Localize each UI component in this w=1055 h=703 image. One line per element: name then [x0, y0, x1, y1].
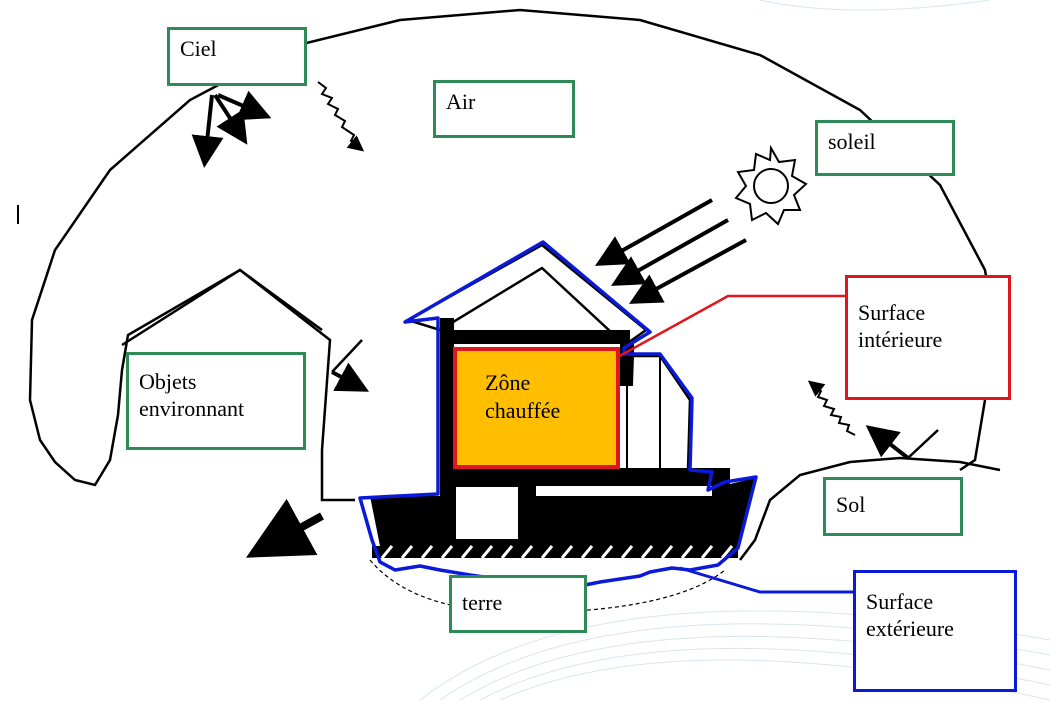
- ground-ray-line: [907, 429, 939, 459]
- sky-radiation-arrows: [191, 90, 272, 168]
- heat-loss-arrow: [245, 498, 324, 558]
- heated-zone-line-1: Zône: [485, 370, 531, 395]
- label-sol-text: Sol: [836, 492, 866, 517]
- neighbour-radiation-arrow: [331, 362, 370, 392]
- label-objets-line-1: Objets: [139, 369, 197, 394]
- label-air: Air: [433, 80, 575, 138]
- label-soleil-text: soleil: [828, 129, 876, 154]
- basement-opening: [536, 486, 712, 496]
- label-surface-exterieure-line-1: Surface: [866, 589, 934, 614]
- label-ciel-text: Ciel: [180, 36, 217, 61]
- label-objets-line-2: environnant: [139, 395, 245, 421]
- label-sol: Sol: [823, 477, 963, 536]
- neighbouring-object-shape: [121, 268, 323, 347]
- building-structure: [370, 243, 755, 559]
- label-ciel: Ciel: [167, 27, 307, 86]
- long-wave-radiation-arrows: [317, 81, 856, 436]
- interior-surface-leader: [615, 294, 845, 360]
- label-objets-environnants: Objets environnant: [126, 352, 306, 450]
- label-terre-text: terre: [462, 590, 503, 615]
- label-surface-interieure: Surface intérieure: [845, 275, 1011, 400]
- label-surface-interieure-line-2: intérieure: [858, 326, 943, 352]
- exterior-surface-leader: [679, 566, 853, 594]
- heated-zone-line-2: chauffée: [485, 397, 561, 423]
- ground-floor-slab: [440, 468, 730, 484]
- label-air-text: Air: [446, 89, 476, 114]
- basement-window: [456, 487, 518, 539]
- label-surface-exterieure-line-2: extérieure: [866, 615, 954, 641]
- label-surface-interieure-line-1: Surface: [858, 300, 926, 325]
- sky-dome-outline: [28, 8, 997, 502]
- solar-radiation-arrows: [595, 198, 747, 304]
- heated-zone: Zône chauffée: [453, 347, 620, 469]
- label-terre: terre: [449, 575, 587, 633]
- attic-slab: [440, 330, 630, 344]
- ground-reflection-arrows: [865, 425, 910, 460]
- label-surface-exterieure: Surface extérieure: [853, 570, 1017, 692]
- neighbour-ray-line: [331, 339, 363, 373]
- ground-surface-curve: [739, 456, 1001, 561]
- left-wall: [440, 318, 454, 496]
- sun-icon: [734, 144, 808, 226]
- exterior-surface-outline: [358, 240, 758, 590]
- label-soleil: soleil: [815, 120, 955, 176]
